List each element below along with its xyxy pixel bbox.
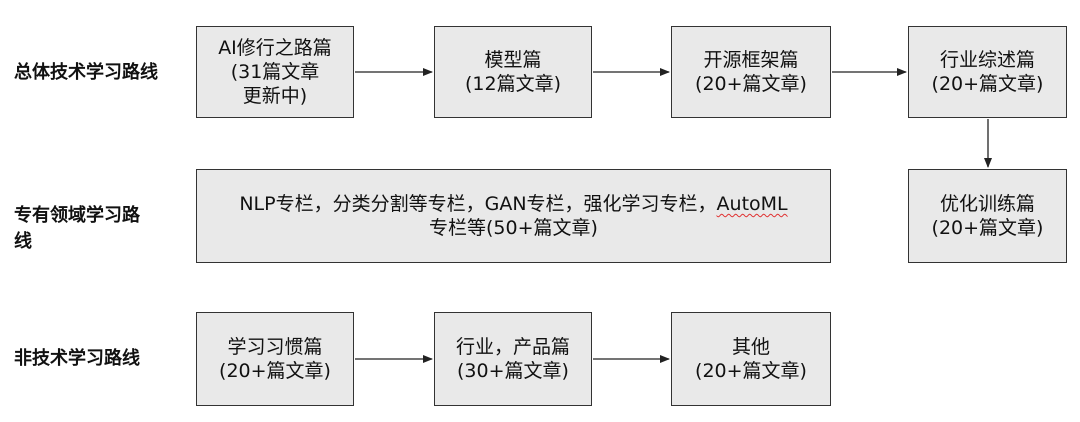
row-label-domain-line-1: 专有领域学习路 (14, 205, 140, 226)
node-industry-product: 行业，产品篇 (30+篇文章) (434, 312, 592, 406)
node-industry-review-title: 行业综述篇 (939, 49, 1035, 71)
row-label-nontech: 非技术学习路线 (14, 348, 140, 369)
node-domain-columns-line-1: NLP专栏，分类分割等专栏，GAN专栏，强化学习专栏，AutoML (239, 192, 787, 216)
node-ai-cultivation-title: AI修行之路篇 (218, 37, 332, 59)
node-models: 模型篇 (12篇文章) (434, 26, 592, 118)
row-label-domain: 专有领域学习路 线 (14, 203, 140, 255)
node-ai-cultivation-count: (31篇文章 (230, 61, 320, 83)
row-label-general: 总体技术学习路线 (14, 62, 158, 83)
node-industry-product-title: 行业，产品篇 (455, 336, 570, 358)
node-industry-review: 行业综述篇 (20+篇文章) (908, 26, 1067, 118)
node-study-habits-count: (20+篇文章) (219, 360, 331, 382)
node-models-count: (12篇文章) (464, 73, 561, 95)
node-domain-columns-line-2: 专栏等(50+篇文章) (429, 217, 598, 239)
node-domain-columns: NLP专栏，分类分割等专栏，GAN专栏，强化学习专栏，AutoML 专栏等(50… (196, 169, 831, 263)
node-industry-review-count: (20+篇文章) (931, 73, 1044, 95)
node-others-count: (20+篇文章) (695, 360, 807, 382)
node-others: 其他 (20+篇文章) (671, 312, 831, 406)
node-ai-cultivation-status: 更新中) (242, 85, 308, 107)
node-ai-cultivation: AI修行之路篇 (31篇文章 更新中) (196, 26, 354, 118)
node-open-source-count: (20+篇文章) (695, 73, 807, 95)
node-optimization-training-title: 优化训练篇 (939, 193, 1035, 215)
node-open-source-title: 开源框架篇 (703, 49, 799, 71)
node-study-habits-title: 学习习惯篇 (227, 336, 323, 358)
node-domain-columns-topics: NLP专栏，分类分割等专栏，GAN专栏，强化学习专栏， (239, 193, 717, 215)
node-open-source: 开源框架篇 (20+篇文章) (671, 26, 831, 118)
node-industry-product-count: (30+篇文章) (457, 360, 569, 382)
node-optimization-training-count: (20+篇文章) (931, 217, 1044, 239)
row-label-domain-line-2: 线 (14, 231, 32, 252)
node-domain-columns-automl: AutoML (716, 193, 788, 215)
node-optimization-training: 优化训练篇 (20+篇文章) (908, 169, 1067, 263)
node-models-title: 模型篇 (484, 49, 542, 71)
node-others-title: 其他 (731, 336, 770, 358)
node-study-habits: 学习习惯篇 (20+篇文章) (196, 312, 354, 406)
